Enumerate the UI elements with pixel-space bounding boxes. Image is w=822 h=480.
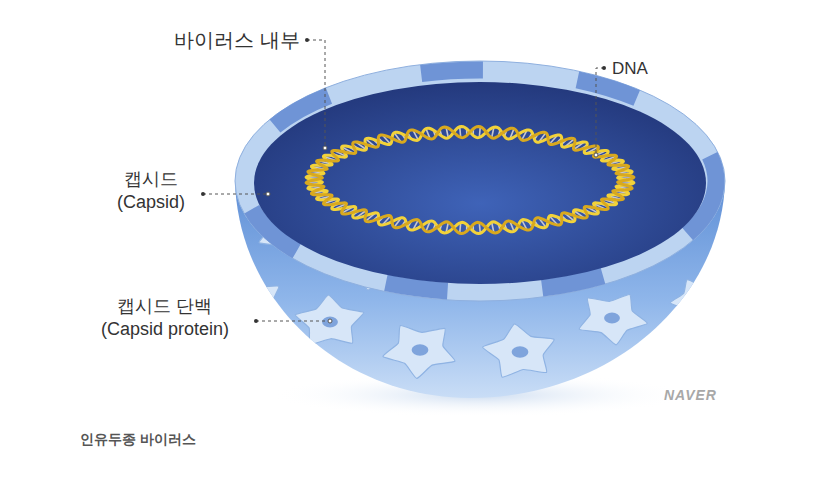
- capsomer-center: [693, 296, 706, 305]
- leader-dot: [266, 192, 270, 196]
- leader-line: [307, 40, 325, 148]
- caption: 인유두종 바이러스: [80, 431, 196, 449]
- part-label: 캡시드 (Capsid): [103, 168, 199, 213]
- leader-line: [203, 194, 268, 195]
- capsomer: [295, 295, 363, 345]
- capsomer: [483, 324, 555, 377]
- leader-dot: [602, 66, 606, 70]
- leader-lines: [203, 40, 604, 321]
- rim-segments: [244, 70, 716, 292]
- leader-dots: [201, 38, 606, 323]
- leader-dot: [254, 319, 258, 323]
- capsid-rim: [235, 61, 725, 301]
- leader-dot: [305, 38, 309, 42]
- leader-dot: [201, 192, 205, 196]
- part-label: 바이러스 내부: [174, 28, 300, 53]
- watermark: NAVER: [664, 387, 717, 405]
- leader-dot: [328, 319, 332, 323]
- leader-end-dots: [266, 146, 598, 323]
- capsomer-center: [512, 346, 529, 357]
- capsomer: [225, 279, 280, 322]
- capsomer-center: [322, 317, 338, 328]
- capsomer-center: [412, 344, 429, 355]
- virus-interior: [254, 82, 706, 284]
- capsomer: [383, 326, 455, 379]
- part-label: 캡시드 단백 (Capsid protein): [94, 295, 236, 340]
- leader-line: [256, 321, 330, 322]
- leader-dot: [594, 153, 598, 157]
- capsomer-center: [248, 296, 261, 305]
- dna-strand: [306, 126, 634, 233]
- capsomer: [579, 294, 647, 344]
- capsomer-center: [604, 313, 620, 324]
- leader-line: [596, 68, 604, 155]
- dna-strand: [306, 126, 634, 233]
- dna-helix: [306, 126, 634, 233]
- part-label: DNA: [612, 58, 648, 79]
- capsomer: [670, 280, 726, 322]
- leader-dot: [323, 146, 327, 150]
